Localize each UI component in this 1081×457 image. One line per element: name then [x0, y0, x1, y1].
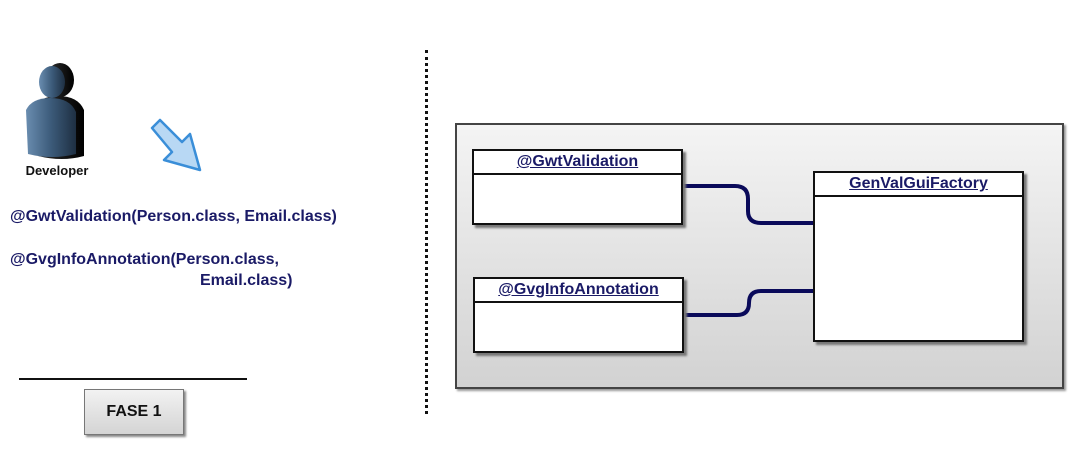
connector-gwt-to-factory: [683, 184, 813, 225]
uml-box-title: @GvgInfoAnnotation: [475, 279, 682, 303]
developer-label: Developer: [25, 163, 89, 178]
code-line-gwt-validation: @GwtValidation(Person.class, Email.class…: [10, 208, 337, 225]
uml-box-gvg-info-annotation[interactable]: @GvgInfoAnnotation: [473, 277, 684, 353]
developer-icon: [26, 63, 84, 159]
dotted-divider: [425, 50, 428, 414]
arrow-down-right-icon: [150, 118, 202, 172]
uml-box-gwt-validation[interactable]: @GwtValidation: [472, 149, 683, 225]
uml-box-title: @GwtValidation: [474, 151, 681, 175]
phase-button[interactable]: FASE 1: [84, 389, 184, 435]
uml-box-gen-val-gui-factory[interactable]: GenValGuiFactory: [813, 171, 1024, 342]
code-line-gvg-info-annotation-cont: Email.class): [200, 272, 293, 289]
uml-box-title: GenValGuiFactory: [815, 173, 1022, 197]
separator-line: [19, 378, 247, 380]
connector-gvg-to-factory: [684, 289, 813, 317]
code-line-gvg-info-annotation: @GvgInfoAnnotation(Person.class,: [10, 251, 279, 268]
